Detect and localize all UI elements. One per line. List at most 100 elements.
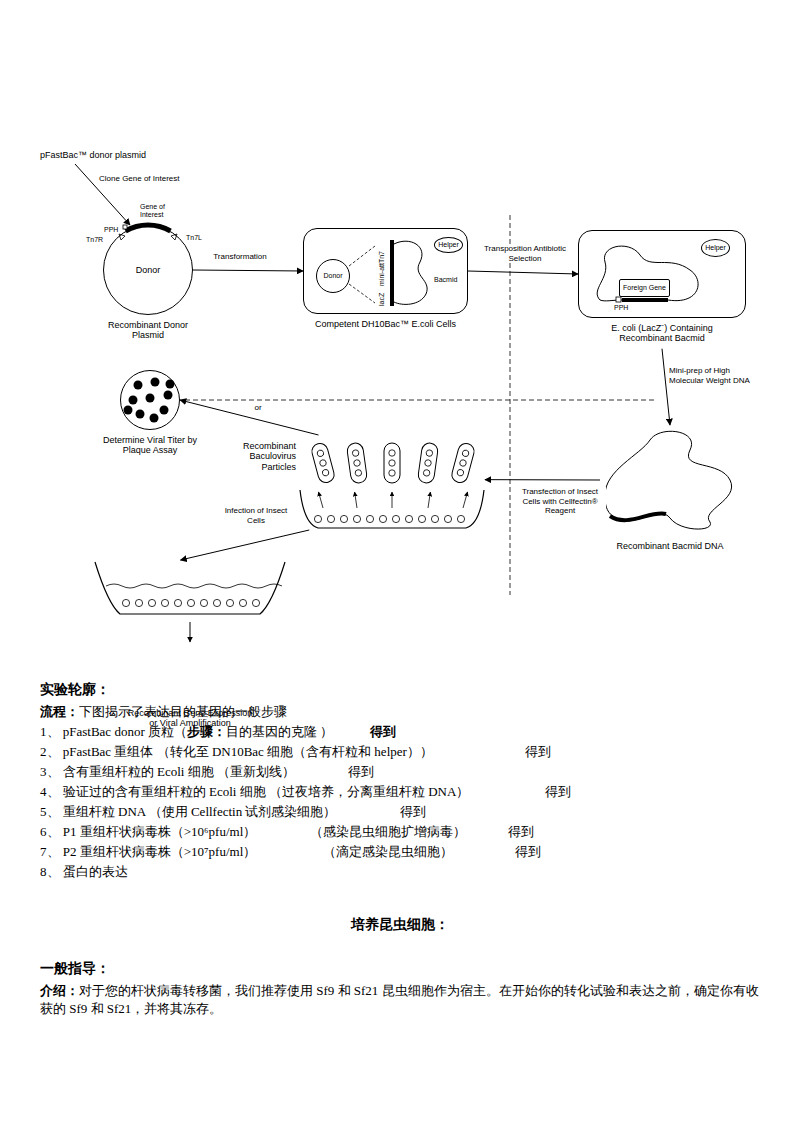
- body-text: （感染昆虫细胞扩增病毒）: [310, 824, 466, 839]
- body-text: 得到: [370, 724, 396, 739]
- body-text: 得到: [400, 804, 426, 819]
- node-label: Helper: [438, 241, 459, 249]
- virus-particle: [346, 442, 367, 484]
- text-line: 1、 pFastBac donor 质粒（步骤：目的基因的克隆 ）: [40, 723, 333, 741]
- release-arrow: [319, 492, 324, 508]
- tn7l-mark: [171, 234, 177, 240]
- body-text: 得到: [525, 744, 551, 759]
- donor-plasmid: DonorRecombinant Donor Plasmid: [103, 225, 193, 315]
- release-arrow: [392, 492, 393, 508]
- flow-arrow: [180, 400, 319, 435]
- step-label: Clone Gene of Interest: [98, 174, 190, 184]
- step-label: Transposition Antibiotic Selection: [478, 244, 572, 263]
- plaque: [166, 380, 175, 389]
- flow-arrow: [662, 349, 670, 425]
- cell-box: Competent DH10Bac™ E.coli CellsDonorHelp…: [303, 228, 468, 314]
- body-text: 1、 pFastBac donor 质粒（: [40, 724, 187, 739]
- nucleocapsid: [389, 460, 395, 466]
- text-line: （滴定感染昆虫细胞）: [323, 843, 453, 861]
- body-text: 实验轮廓：: [40, 682, 110, 697]
- particle-envelope: [346, 442, 367, 484]
- nucleocapsid: [316, 449, 324, 457]
- flow-arrow: [181, 530, 310, 560]
- insect-cell: [187, 599, 194, 606]
- body-text: 4、 验证过的含有重组杆粒的 Ecoli 细胞 （过夜培养，分离重组杆粒 DNA…: [40, 784, 469, 799]
- plaque: [136, 410, 145, 419]
- insect-cell: [252, 599, 259, 606]
- plaque: [134, 381, 143, 390]
- flow-arrow: [468, 271, 578, 274]
- helper-ellipse: Helper: [701, 239, 730, 257]
- site-label: Tn7L: [186, 234, 202, 242]
- insect-cell: [239, 599, 246, 606]
- release-arrow: [355, 492, 357, 508]
- tn7r-mark: [119, 234, 125, 240]
- particle-envelope: [384, 443, 400, 483]
- text-line: 得到: [525, 743, 551, 761]
- particle-envelope: [310, 442, 336, 485]
- step-label: Transformation: [206, 252, 274, 262]
- body-text: 5、 重组杆粒 DNA （使用 Cellfectin 试剂感染细胞）: [40, 804, 336, 819]
- medium-surface: [106, 584, 282, 588]
- insect-cell: [213, 599, 220, 606]
- flow-arrow: [485, 479, 600, 480]
- promoter-label: PPH: [614, 304, 628, 312]
- insect-cell: [122, 599, 129, 606]
- text-line: 流程：下图揭示了表达目的基因的一般步骤: [40, 703, 287, 721]
- body-text: 介绍：: [40, 983, 79, 998]
- nucleocapsid: [462, 449, 470, 457]
- body-text: （滴定感染昆虫细胞）: [323, 844, 453, 859]
- text-line: 3、 含有重组杆粒的 Ecoli 细胞 （重新划线）: [40, 763, 295, 781]
- bacmid-insert: [610, 513, 666, 520]
- insect-cell: [135, 599, 142, 606]
- nucleocapsid: [353, 459, 360, 466]
- node-label: Donor: [136, 265, 161, 275]
- expression-arrow: [190, 622, 191, 642]
- body-text: 培养昆虫细胞：: [351, 917, 449, 932]
- node-caption: Determine Viral Titer by Plaque Assay: [95, 435, 205, 456]
- promoter-label: PPH: [104, 226, 118, 234]
- insect-cell: [405, 515, 412, 522]
- body-text: 得到: [545, 784, 571, 799]
- virus-dish: Recombinant Baculovirus Particles: [300, 435, 485, 530]
- text-line: 5、 重组杆粒 DNA （使用 Cellfectin 试剂感染细胞）: [40, 803, 336, 821]
- nucleocapsid: [456, 469, 464, 477]
- donor-circle: Donor: [316, 259, 350, 293]
- step-label: Transfection of Insect Cells with Cellfe…: [514, 487, 606, 516]
- body-text: 得到: [348, 764, 374, 779]
- insect-cell: [431, 515, 438, 522]
- node-label: pFastBac™ donor plasmid: [40, 150, 146, 160]
- plaque: [129, 396, 138, 405]
- promoter-mark: [616, 297, 621, 302]
- plaque-plate: Determine Viral Titer by Plaque Assay: [120, 370, 180, 430]
- text-line: 2、 pFastBac 重组体 （转化至 DN10Bac 细胞（含有杆粒和 he…: [40, 743, 433, 761]
- helper-ellipse: Helper: [434, 237, 463, 253]
- text-line: 实验轮廓：: [40, 681, 110, 700]
- particle-envelope: [417, 442, 438, 484]
- node-label: Foreign Gene: [623, 284, 666, 292]
- nucleocapsid: [322, 469, 330, 477]
- plaque: [164, 391, 173, 400]
- insect-cell: [226, 599, 233, 606]
- promoter-mark: [123, 225, 127, 229]
- body-text: 对于您的杆状病毒转移菌，我们推荐使用 Sf9 和 Sf21 昆虫细胞作为宿主。在…: [40, 983, 759, 1016]
- step-label: Infection of Insect Cells: [220, 506, 292, 525]
- bacmid-dna-strand: [605, 431, 732, 529]
- text-line: 介绍：对于您的杆状病毒转移菌，我们推荐使用 Sf9 和 Sf21 昆虫细胞作为宿…: [40, 982, 762, 1017]
- plaque: [150, 414, 159, 423]
- transposition-line: [349, 246, 375, 266]
- body-text: 8、 蛋白的表达: [40, 864, 128, 879]
- node-caption: Recombinant Donor Plasmid: [103, 320, 193, 341]
- insect-cell: [200, 599, 207, 606]
- text-line: 7、 P2 重组杆状病毒株（>10⁷pfu/ml）: [40, 843, 256, 861]
- body-text: 得到: [515, 844, 541, 859]
- text-line: 得到: [400, 803, 426, 821]
- nucleocapsid: [355, 469, 362, 476]
- insect-cell: [457, 515, 464, 522]
- bacmid-strand: [394, 241, 427, 304]
- transposition-line: [349, 284, 375, 303]
- divider-dash: [185, 400, 654, 401]
- text-line: 得到: [545, 783, 571, 801]
